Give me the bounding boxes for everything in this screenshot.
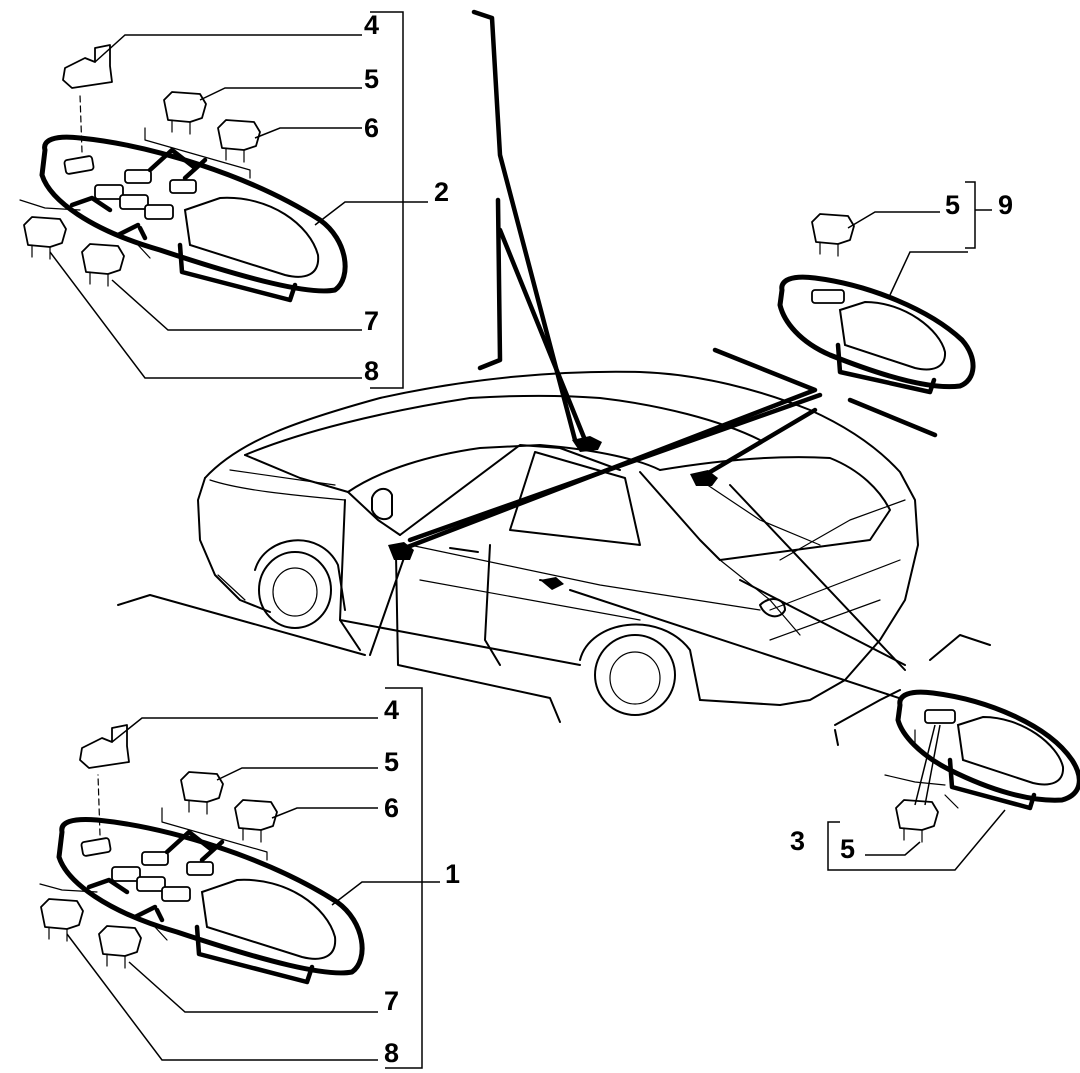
callout-tl-5: 5 xyxy=(364,64,379,94)
switch-panel-top-right: 5 9 xyxy=(777,181,1013,395)
callout-tl-8: 8 xyxy=(364,356,379,386)
switch-panel-top-left: 4 5 6 2 7 8 xyxy=(19,10,449,389)
callout-tr-5: 5 xyxy=(945,190,960,220)
callout-bl-8: 8 xyxy=(384,1038,399,1068)
car-illustration xyxy=(117,370,991,746)
callout-br-5: 5 xyxy=(840,834,855,864)
callout-bl-5: 5 xyxy=(384,747,399,777)
connection-lines xyxy=(369,9,938,701)
callout-tl-4: 4 xyxy=(364,10,379,40)
callout-tl-6: 6 xyxy=(364,113,379,143)
callout-tr-9: 9 xyxy=(998,190,1013,220)
callout-tl-2: 2 xyxy=(434,177,449,207)
callout-bl-7: 7 xyxy=(384,986,399,1016)
switch-panel-bottom-left: 4 5 6 1 7 8 xyxy=(39,687,460,1069)
callout-bl-1: 1 xyxy=(445,859,460,889)
callout-br-3: 3 xyxy=(790,826,805,856)
callout-bl-4: 4 xyxy=(384,695,399,725)
callout-tl-7: 7 xyxy=(364,306,379,336)
callout-bl-6: 6 xyxy=(384,793,399,823)
switch-panel-bottom-right: 3 5 xyxy=(790,689,1080,871)
